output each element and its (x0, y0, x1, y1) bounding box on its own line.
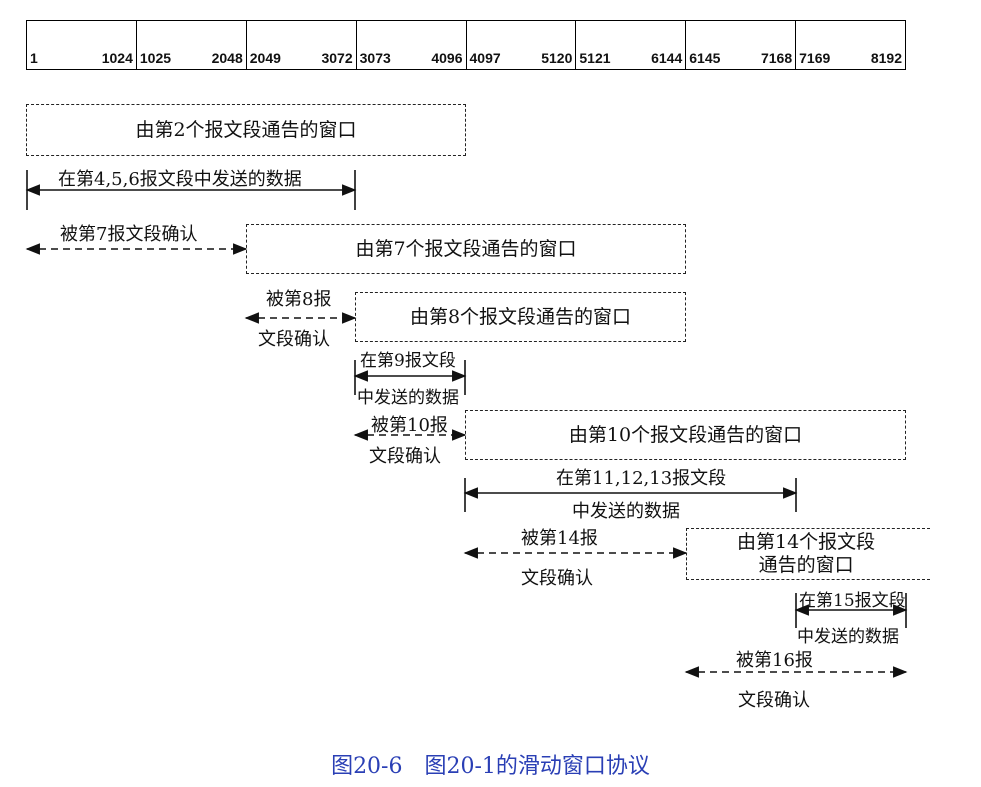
seq-start: 2049 (249, 50, 281, 66)
sent-111213-arrow (463, 478, 798, 512)
ack16-label-line2: 文段确认 (738, 690, 810, 711)
sent-456-arrow (25, 170, 357, 210)
window-seg7-label: 由第7个报文段通告的窗口 (355, 237, 577, 260)
window-seg8: 由第8个报文段通告的窗口 (355, 292, 686, 342)
ack8-label-line1: 被第8报 (266, 289, 332, 310)
seq-cell: 1025 2048 (135, 21, 246, 69)
seq-cell: 1 1024 (27, 21, 136, 69)
window-seg14: 由第14个报文段 通告的窗口 (686, 528, 930, 580)
seq-end: 8192 (870, 50, 902, 66)
ack10-label-line1: 被第10报 (371, 415, 448, 436)
seq-end: 3072 (321, 50, 353, 66)
sequence-number-bar: 1 1024 1025 2048 2049 3072 3073 4096 409… (26, 20, 906, 70)
seq-end: 1024 (101, 50, 133, 66)
ack8-label-line2: 文段确认 (258, 329, 330, 350)
sent-456-label: 在第4,5,6报文段中发送的数据 (58, 169, 302, 190)
ack16-label-line1: 被第16报 (736, 650, 813, 671)
sent15-arrow (794, 593, 908, 628)
sent15-label-line1: 在第15报文段 (799, 591, 906, 611)
ack10-label-line2: 文段确认 (369, 446, 441, 467)
seq-start: 1 (30, 50, 38, 66)
window-seg2-label: 由第2个报文段通告的窗口 (135, 118, 357, 141)
figure-caption: 图20-6 图20-1的滑动窗口协议 (331, 754, 650, 779)
seq-cell: 3073 4096 (355, 21, 466, 69)
sent9-arrow (353, 360, 467, 395)
seq-start: 7169 (799, 50, 831, 66)
window-seg10: 由第10个报文段通告的窗口 (465, 410, 906, 460)
sent15-label-line2: 中发送的数据 (797, 627, 899, 647)
seq-end: 7168 (760, 50, 793, 66)
seq-end: 4096 (431, 50, 463, 66)
seq-start: 6145 (689, 50, 721, 66)
seq-end: 5120 (541, 50, 573, 66)
seq-end: 6144 (651, 50, 683, 66)
seq-start: 4097 (469, 50, 501, 66)
seq-cell: 5121 6144 (575, 21, 685, 69)
window-seg2: 由第2个报文段通告的窗口 (26, 104, 466, 156)
seq-start: 5121 (579, 50, 611, 66)
ack7-label: 被第7报文段确认 (60, 224, 198, 245)
seq-cell: 6145 7168 (685, 21, 795, 69)
seq-start: 1025 (139, 50, 172, 66)
window-seg14-line1: 由第14个报文段 (737, 531, 876, 554)
window-seg14-label: 由第14个报文段 通告的窗口 (737, 531, 875, 577)
window-seg7: 由第7个报文段通告的窗口 (246, 224, 686, 274)
sent-111213-label-line1: 在第11,12,13报文段 (556, 468, 727, 489)
seq-cell: 7169 8192 (795, 21, 905, 69)
sent9-label-line1: 在第9报文段 (360, 351, 456, 371)
sent-111213-label-line2: 中发送的数据 (572, 501, 680, 522)
ack14-label-line2: 文段确认 (521, 568, 593, 589)
window-seg14-line2: 通告的窗口 (758, 554, 854, 576)
sent9-label-line2: 中发送的数据 (357, 388, 459, 408)
window-seg8-label: 由第8个报文段通告的窗口 (409, 305, 632, 328)
ack14-label-line1: 被第14报 (521, 528, 598, 549)
seq-cell: 4097 5120 (465, 21, 576, 69)
window-seg10-label: 由第10个报文段通告的窗口 (568, 423, 803, 446)
seq-cell: 2049 3072 (245, 21, 356, 69)
seq-start: 3073 (359, 50, 391, 66)
seq-end: 2048 (211, 50, 243, 66)
